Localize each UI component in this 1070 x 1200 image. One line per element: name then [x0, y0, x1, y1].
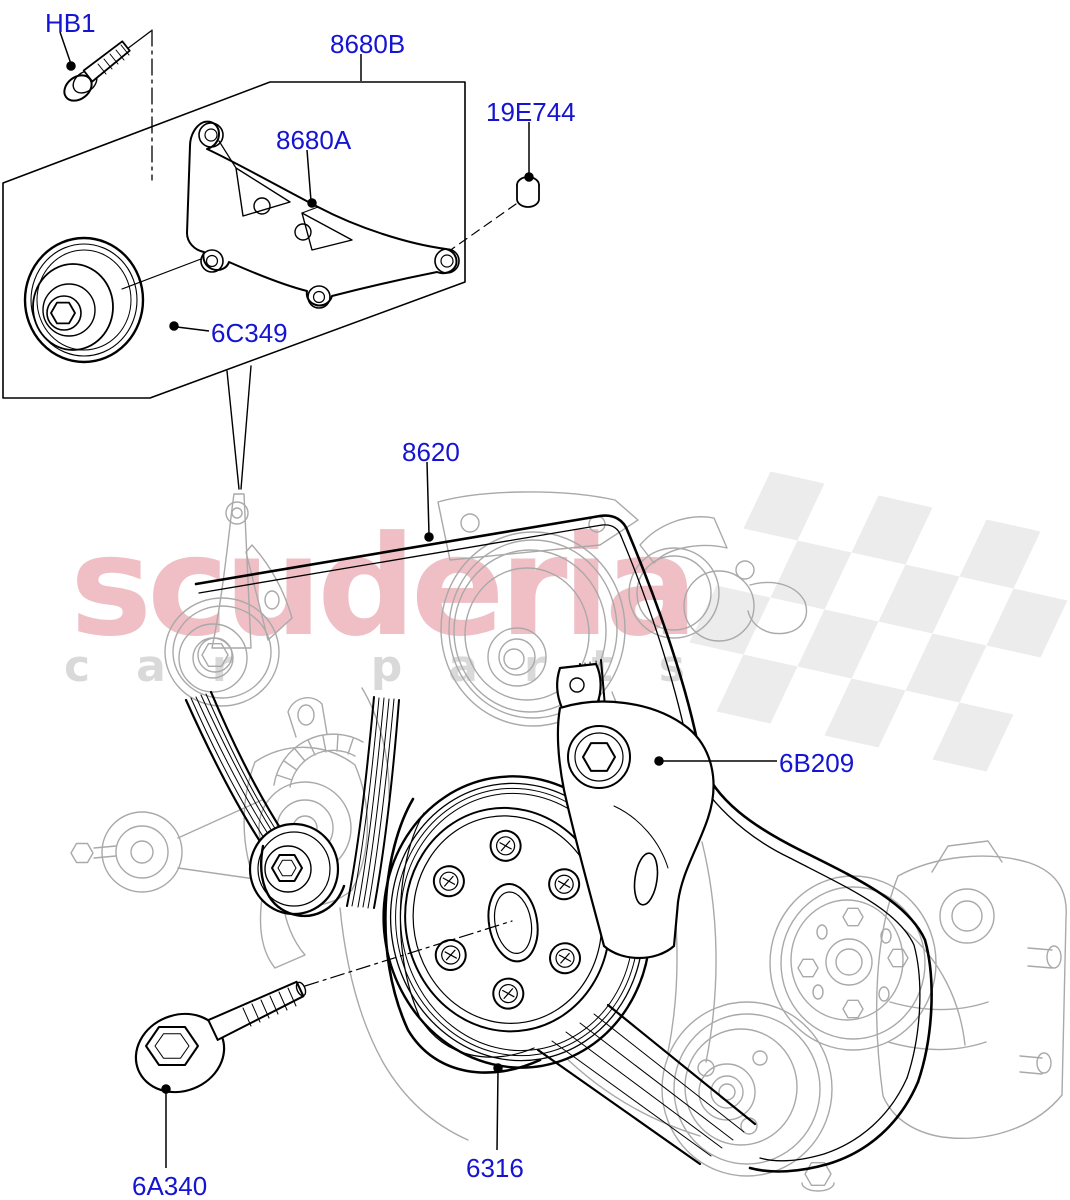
leader-dot-6C349	[169, 321, 179, 331]
part-label-HB1: HB1	[45, 8, 96, 38]
flag-check	[770, 540, 852, 610]
flag-check	[743, 471, 825, 541]
callout-leader-lines	[59, 31, 777, 1168]
flag-check	[797, 609, 879, 679]
leader-line-6C349	[176, 326, 210, 332]
leader-dot-6316	[493, 1063, 503, 1073]
part-label-6B209: 6B209	[779, 748, 855, 778]
flag-check	[986, 588, 1068, 658]
flag-check	[932, 702, 1014, 772]
flag-check	[878, 564, 960, 634]
part-label-6316: 6316	[466, 1153, 524, 1183]
part-label-8680B: 8680B	[330, 29, 406, 59]
flag-check	[689, 585, 771, 655]
part-label-8680A: 8680A	[276, 125, 352, 155]
part-label-19E744: 19E744	[486, 97, 576, 127]
leader-line-8620	[426, 461, 430, 535]
part-label-8620: 8620	[402, 437, 460, 467]
part-label-6C349: 6C349	[211, 318, 288, 348]
flag-check	[959, 519, 1041, 589]
part-label-6A340: 6A340	[132, 1171, 208, 1200]
leader-line-8680A	[306, 149, 312, 202]
serviceable-parts-artwork	[134, 514, 933, 1173]
leader-dot-19E744	[524, 172, 534, 182]
leader-dot-8680A	[307, 198, 317, 208]
flag-check	[851, 495, 933, 565]
flag-check	[824, 678, 906, 748]
flag-check	[905, 633, 987, 703]
flag-check	[716, 654, 798, 724]
leader-line-6316	[496, 1070, 499, 1151]
inset-detail-box	[2, 29, 540, 490]
leader-line-HB1	[59, 31, 72, 65]
checkered-flag-graphic	[689, 471, 1068, 772]
leader-dot-HB1	[66, 61, 76, 71]
leader-dot-6A340	[161, 1084, 171, 1094]
leader-dot-6B209	[654, 756, 664, 766]
leader-dot-8620	[424, 532, 434, 542]
